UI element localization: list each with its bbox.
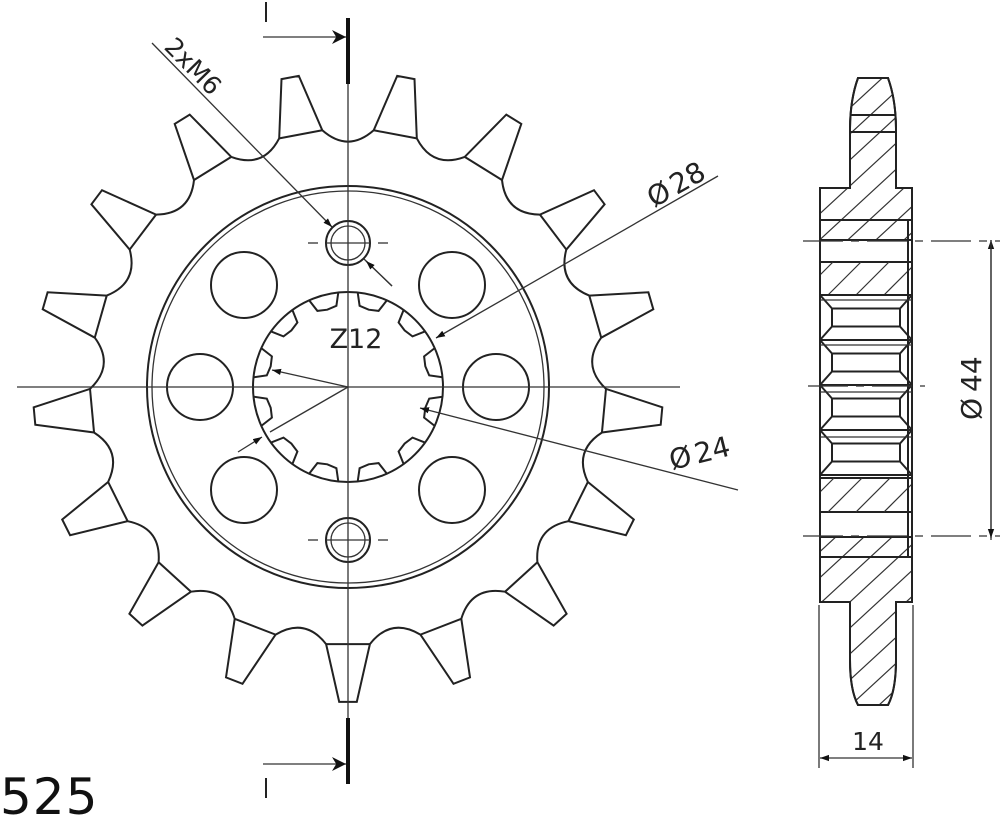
section-marker-top [263, 2, 350, 84]
lightening-hole [418, 251, 486, 319]
lightening-hole [210, 456, 278, 524]
spline-dimension: Ø24 [271, 368, 739, 491]
lightening-hole [210, 251, 278, 319]
svg-text:Ø28: Ø28 [641, 155, 711, 214]
spline-section-bands [819, 294, 913, 476]
front-view: 2xM6 Ø28 Ø24 Z12 [17, 2, 739, 798]
lightening-hole [418, 456, 486, 524]
section-marker-bottom [263, 718, 350, 798]
tooth-base-lines [89, 129, 607, 646]
sprocket-tooth-profile [32, 74, 664, 703]
height-dim-value: 44 [955, 356, 988, 392]
diameter-symbol: Ø [955, 398, 988, 420]
svg-text:Ø24: Ø24 [666, 430, 734, 477]
thread-label: 2xM6 [159, 32, 227, 101]
section-outline [819, 77, 913, 706]
side-section-view: Ø 44 14 [803, 77, 1000, 768]
outer-ring-dimension: Ø28 [237, 155, 719, 453]
width-dim-value: 14 [852, 727, 884, 756]
svg-text:Ø44: Ø 44 [955, 356, 988, 420]
part-number-label: 525 [0, 768, 99, 826]
spline-bore-profile [253, 292, 443, 482]
spline-dim-value: 24 [691, 430, 734, 471]
thread-callout: 2xM6 [151, 32, 393, 287]
diameter-symbol: Ø [666, 439, 695, 476]
spline-tooth-count-label: Z12 [330, 324, 383, 355]
